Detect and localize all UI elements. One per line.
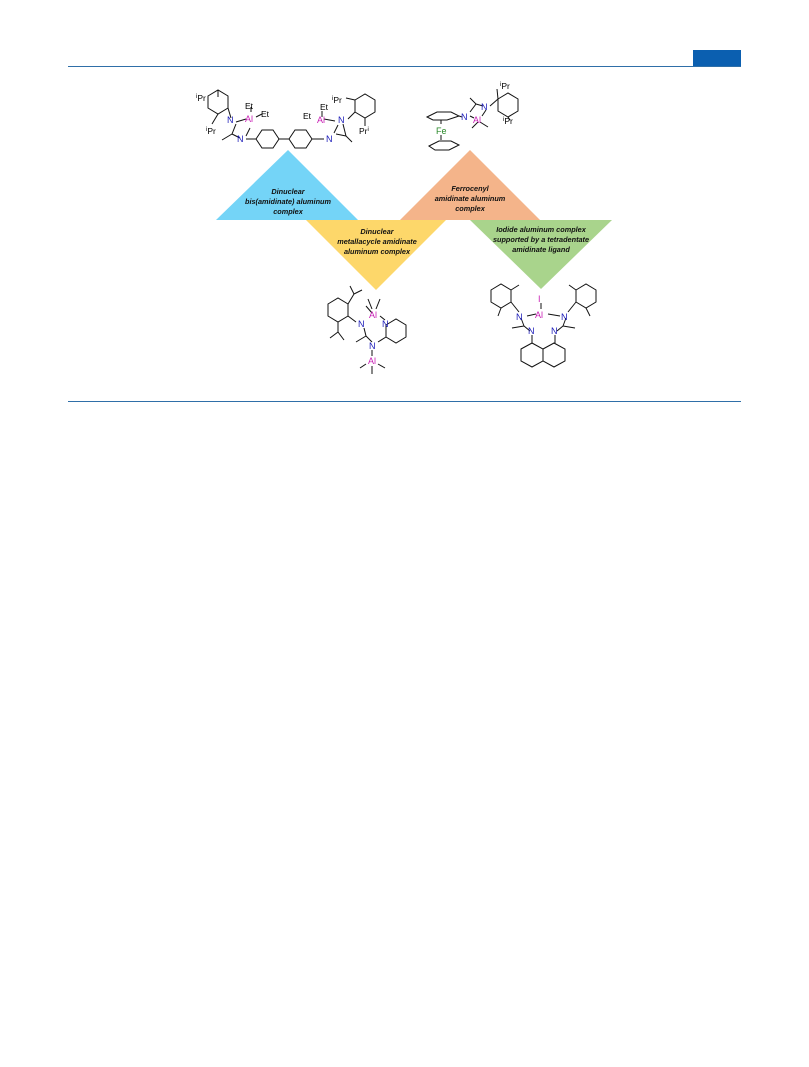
- label-dinuclear-metallacycle: Dinuclear metallacycle amidinate aluminu…: [337, 227, 417, 256]
- aryl-ring: [575, 283, 597, 309]
- structure-dinuclear-metallacycle: Al N N N Al: [327, 285, 407, 374]
- nitrogen-atom: N: [338, 115, 345, 125]
- label-line: amidinate ligand: [512, 245, 570, 254]
- triangle-ferrocenyl: [400, 150, 540, 220]
- label-ferrocenyl: Ferrocenyl amidinate aluminum complex: [435, 184, 506, 213]
- header-bar: [693, 50, 741, 66]
- aluminum-atom: Al: [369, 310, 377, 320]
- structure-ferrocenyl: iPr iPr Fe N N Al: [425, 81, 519, 151]
- atom-label: iPr: [206, 126, 216, 136]
- nitrogen-atom: N: [227, 115, 234, 125]
- atom-label: Pri: [359, 126, 369, 136]
- aryl-ring: [497, 92, 519, 118]
- label-dinuclear-bis: Dinuclear bis(amidinate) aluminum comple…: [245, 187, 331, 216]
- aryl-ring: [354, 93, 376, 119]
- aluminum-atom: Al: [473, 115, 481, 125]
- iron-atom: Fe: [436, 126, 447, 136]
- atom-label: iPr: [500, 81, 510, 91]
- ethyl-label: Et: [303, 111, 312, 121]
- label-line: supported by a tetradentate: [493, 235, 589, 244]
- structure-iodide: I N N Al N N: [490, 283, 597, 368]
- nitrogen-atom: N: [382, 319, 389, 329]
- nitrogen-atom: N: [551, 326, 558, 336]
- atom-label: iPr: [503, 116, 513, 126]
- atom-label: iPr: [196, 93, 206, 103]
- nitrogen-atom: N: [561, 312, 568, 322]
- iodine-atom: I: [538, 294, 541, 304]
- pyridine-ring: [385, 318, 407, 344]
- naphthalene-ring: [520, 342, 544, 368]
- aluminum-atom: Al: [535, 310, 543, 320]
- naphthalene-ring: [542, 342, 566, 368]
- nitrogen-atom: N: [481, 102, 488, 112]
- bottom-rule: [68, 401, 741, 402]
- label-line: Dinuclear: [360, 227, 394, 236]
- label-line: aluminum complex: [344, 247, 411, 256]
- structure-dinuclear-bis: iPr iPr N N Al Et Et Et Et Al N N iPr Pr…: [196, 89, 376, 149]
- aryl-ring: [327, 297, 349, 323]
- nitrogen-atom: N: [528, 326, 535, 336]
- nitrogen-atom: N: [326, 134, 333, 144]
- top-rule: [68, 66, 741, 67]
- cyclopentadienyl-ring: [425, 111, 461, 121]
- label-line: amidinate aluminum: [435, 194, 506, 203]
- nitrogen-atom: N: [237, 134, 244, 144]
- phenylene-ring: [255, 129, 280, 149]
- aluminum-atom: Al: [245, 114, 253, 124]
- ethyl-label: Et: [245, 101, 254, 111]
- nitrogen-atom: N: [516, 312, 523, 322]
- nitrogen-atom: N: [358, 319, 365, 329]
- graphical-figure: Dinuclear bis(amidinate) aluminum comple…: [196, 81, 612, 374]
- label-line: bis(amidinate) aluminum: [245, 197, 331, 206]
- triangle-iodide: [470, 220, 612, 289]
- label-line: complex: [273, 207, 304, 216]
- ethyl-label: Et: [320, 102, 329, 112]
- label-line: Dinuclear: [271, 187, 305, 196]
- label-iodide: Iodide aluminum complex supported by a t…: [493, 225, 589, 254]
- label-line: metallacycle amidinate: [337, 237, 417, 246]
- aluminum-atom: Al: [368, 356, 376, 366]
- atom-label: iPr: [332, 95, 342, 105]
- label-line: complex: [455, 204, 486, 213]
- phenylene-ring: [288, 129, 313, 149]
- nitrogen-atom: N: [369, 341, 376, 351]
- cyclopentadienyl-ring: [428, 140, 461, 151]
- nitrogen-atom: N: [461, 112, 468, 122]
- triangle-dinuclear-bis: [216, 150, 358, 220]
- triangle-dinuclear-metallacycle: [306, 220, 446, 290]
- aryl-ring: [490, 283, 512, 309]
- label-line: Iodide aluminum complex: [496, 225, 587, 234]
- label-line: Ferrocenyl: [451, 184, 489, 193]
- ethyl-label: Et: [261, 109, 270, 119]
- aluminum-atom: Al: [317, 115, 325, 125]
